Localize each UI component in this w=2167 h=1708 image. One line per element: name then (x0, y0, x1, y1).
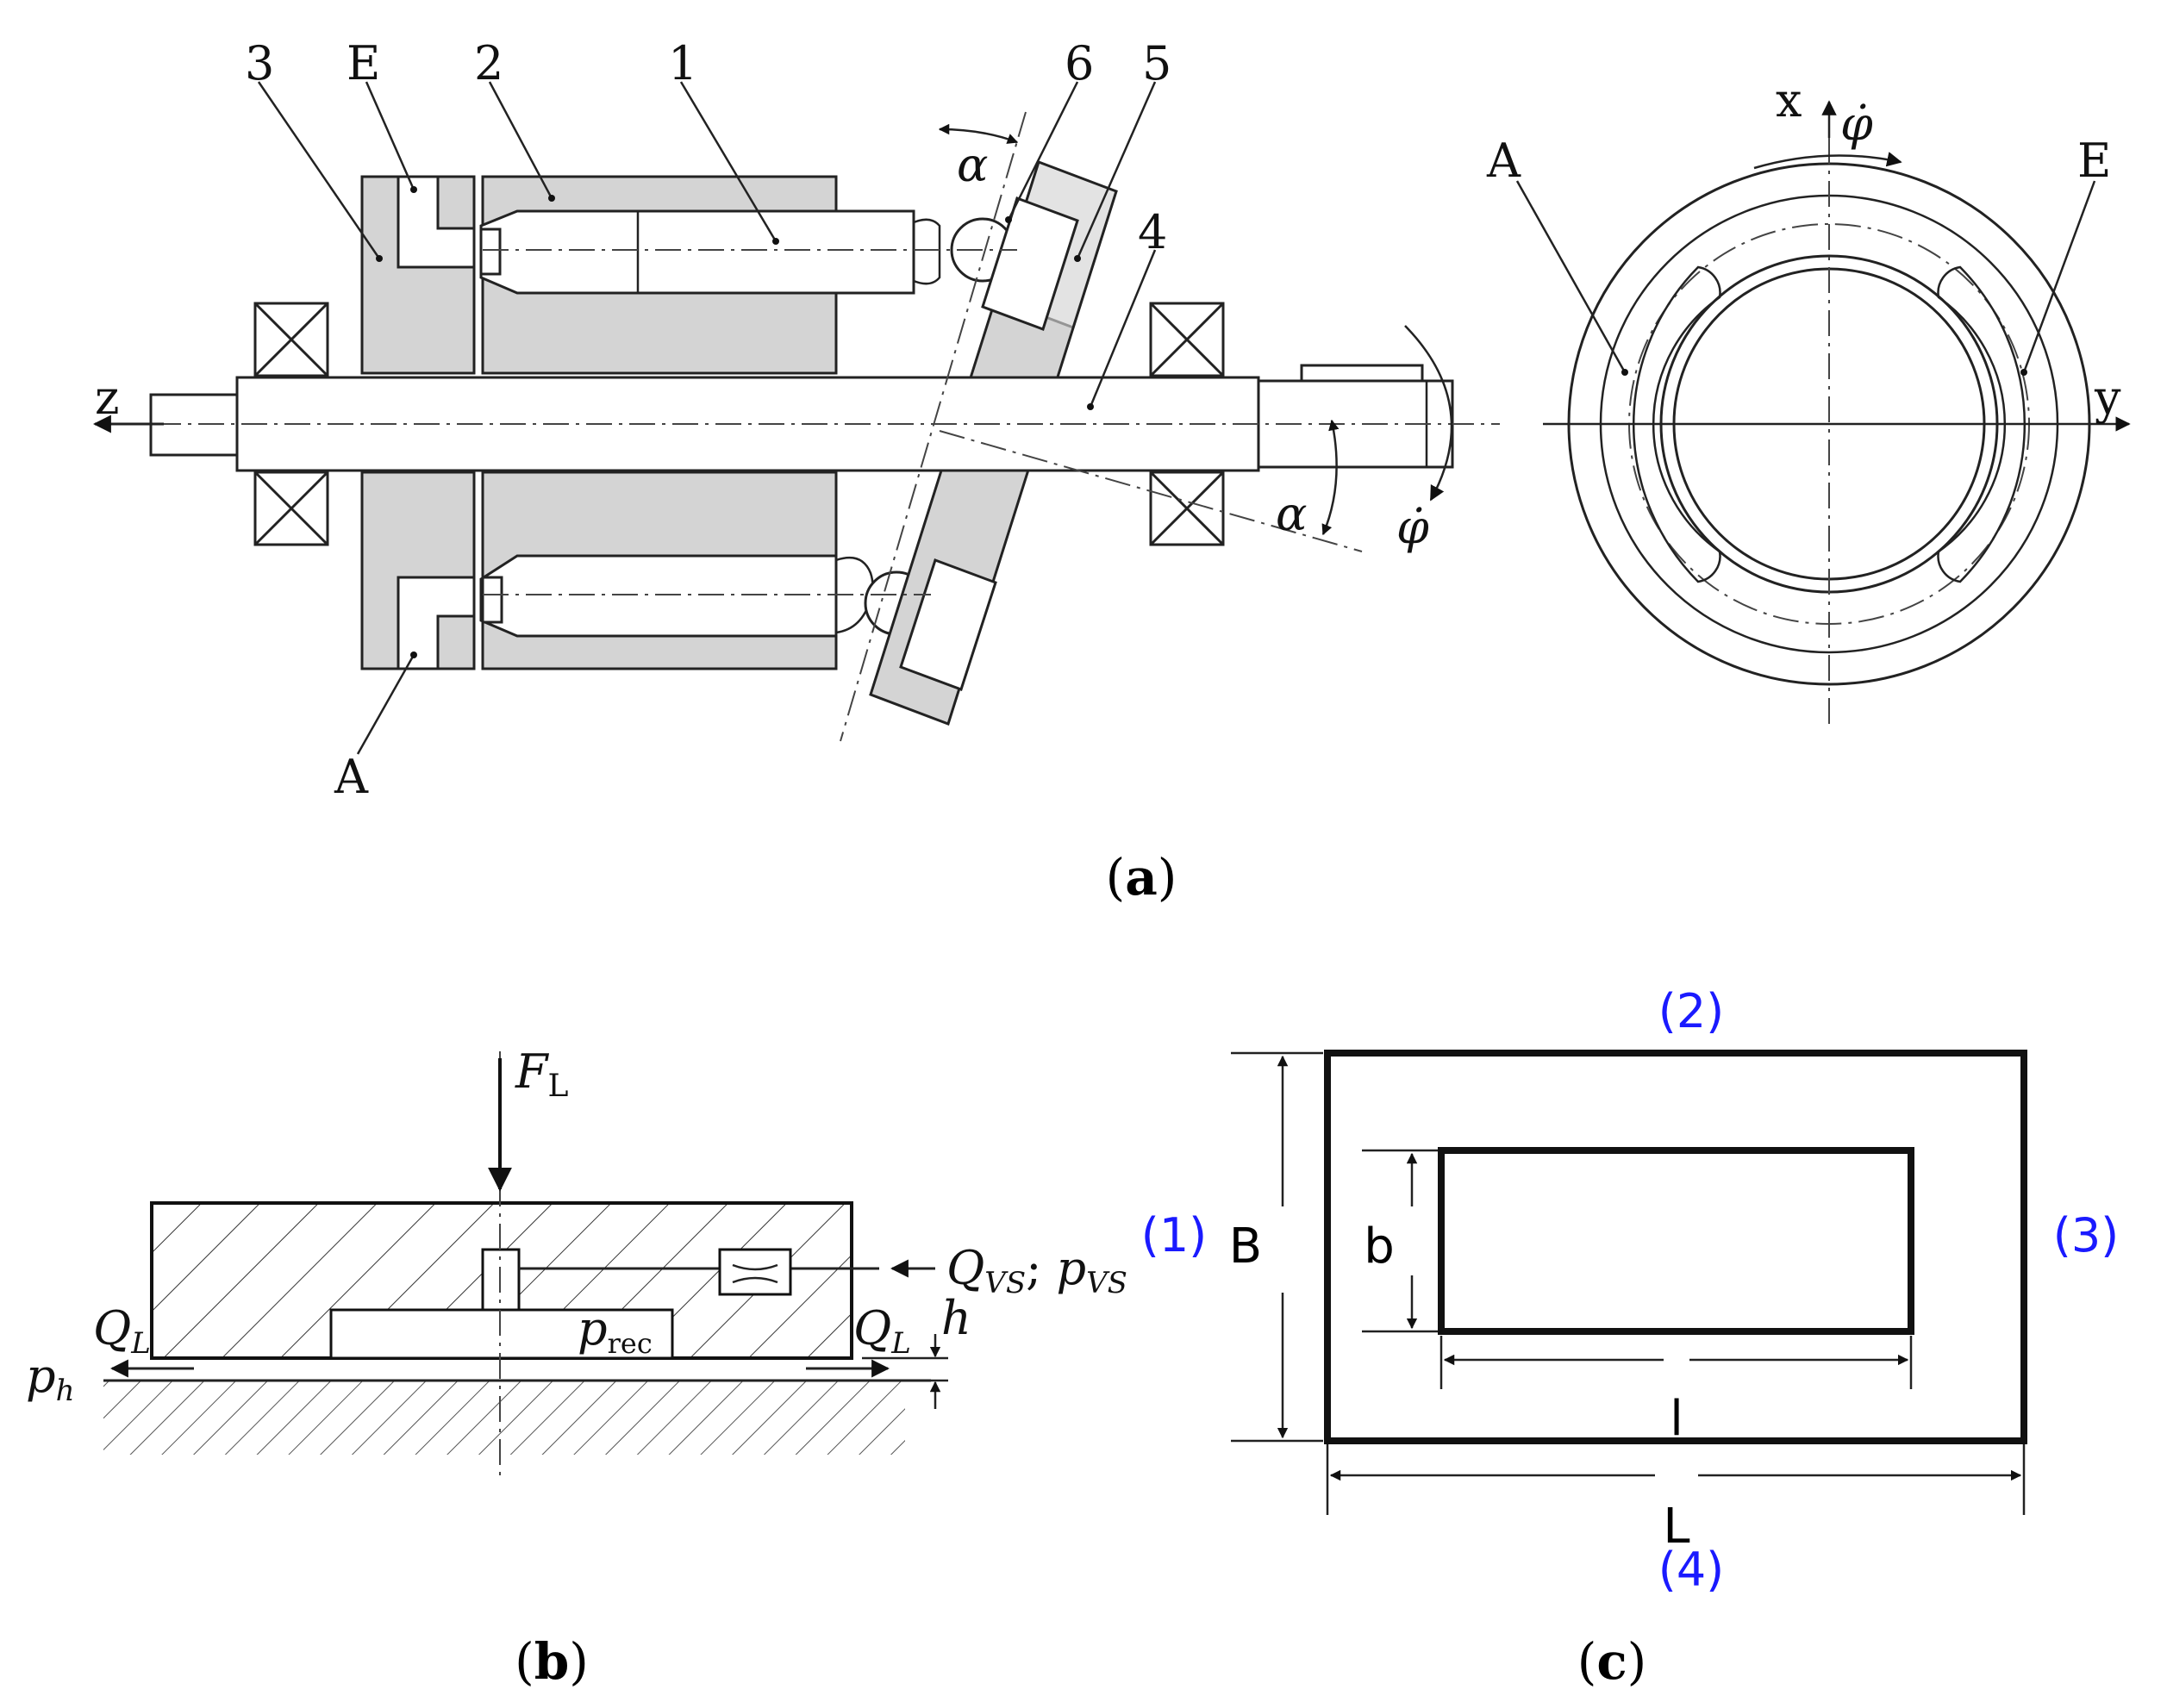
bearing-left-bottom (253, 471, 329, 546)
label-edge-1: (1) (1141, 1208, 1208, 1262)
label-part-1: 1 (668, 36, 697, 90)
caption-c: (c) (1577, 1632, 1647, 1691)
bearing-left-top (253, 302, 329, 377)
label-recess-pressure: prec (578, 1301, 653, 1360)
label-port-e-front: E (2077, 134, 2111, 188)
label-part-3: 3 (245, 36, 274, 90)
label-axis-x: x (1776, 73, 1802, 128)
label-alpha-bottom: α (1276, 487, 1307, 541)
swash-normal-line (840, 111, 1027, 742)
label-axis-y: y (2094, 371, 2121, 425)
label-dim-B: B (1229, 1219, 1262, 1275)
label-part-5: 5 (1142, 36, 1171, 90)
label-leak-left: QL (93, 1301, 151, 1361)
rotation-arrow-side (1404, 325, 1453, 502)
label-alpha-top: α (957, 138, 988, 192)
label-edge-3: (3) (2053, 1208, 2120, 1262)
rotation-arrow-front (1753, 152, 1902, 170)
label-port-a: A (334, 750, 369, 804)
label-dim-l: l (1670, 1391, 1683, 1447)
caption-a: (a) (1106, 848, 1177, 907)
label-port-e: E (347, 36, 380, 90)
label-gap-h: h (941, 1291, 971, 1345)
label-supply: QVS; pVS (946, 1241, 1127, 1300)
label-part-6: 6 (1065, 36, 1094, 90)
valve-plate (360, 175, 476, 670)
label-dim-b: b (1364, 1219, 1395, 1275)
label-leak-right: QL (853, 1301, 911, 1361)
outer-land-rect (1324, 1050, 2027, 1444)
label-phi-dot-side: φ̇ (1396, 500, 1429, 554)
panel-a-front-view: x φ̇ y A E (1486, 73, 2131, 724)
port-kidney-right (1937, 265, 2026, 583)
drive-shaft (149, 364, 1454, 472)
recess-rect (1438, 1147, 1914, 1335)
label-part-4: 4 (1138, 205, 1167, 259)
recess-pocket (329, 1308, 674, 1360)
label-edge-4: (4) (1658, 1543, 1725, 1597)
label-phi-dot-front: φ̇ (1840, 97, 1873, 151)
label-port-a-front: A (1486, 134, 1521, 188)
piston-bottom (479, 554, 929, 638)
label-ambient-pressure: ph (26, 1349, 74, 1408)
ground-hatch (103, 1381, 905, 1455)
panel-b-hydrostatic-pad: FL QVS; pVS QL QL h prec ph (26, 1044, 1127, 1482)
label-part-2: 2 (474, 36, 503, 90)
label-axis-z: z (95, 371, 119, 425)
swash-axis (939, 430, 1363, 552)
label-dim-L: L (1663, 1499, 1689, 1555)
restrictor-icon (718, 1248, 792, 1296)
label-load: FL (515, 1044, 568, 1104)
angle-arc-top (938, 123, 1019, 144)
bearing-right-top (1149, 302, 1225, 377)
panel-a-side-section: 3 E 2 1 6 5 4 A z α α φ̇ (92, 36, 1500, 804)
port-kidney-left (1633, 265, 1721, 583)
angle-arc-bottom (1321, 419, 1340, 536)
part-leaders (257, 81, 1157, 755)
label-edge-2: (2) (1658, 984, 1725, 1038)
piston-top (479, 209, 1015, 295)
caption-b: (b) (515, 1632, 589, 1691)
panel-c-pad-geometry: (2) (1) (3) (4) B b l L (1141, 984, 2120, 1597)
